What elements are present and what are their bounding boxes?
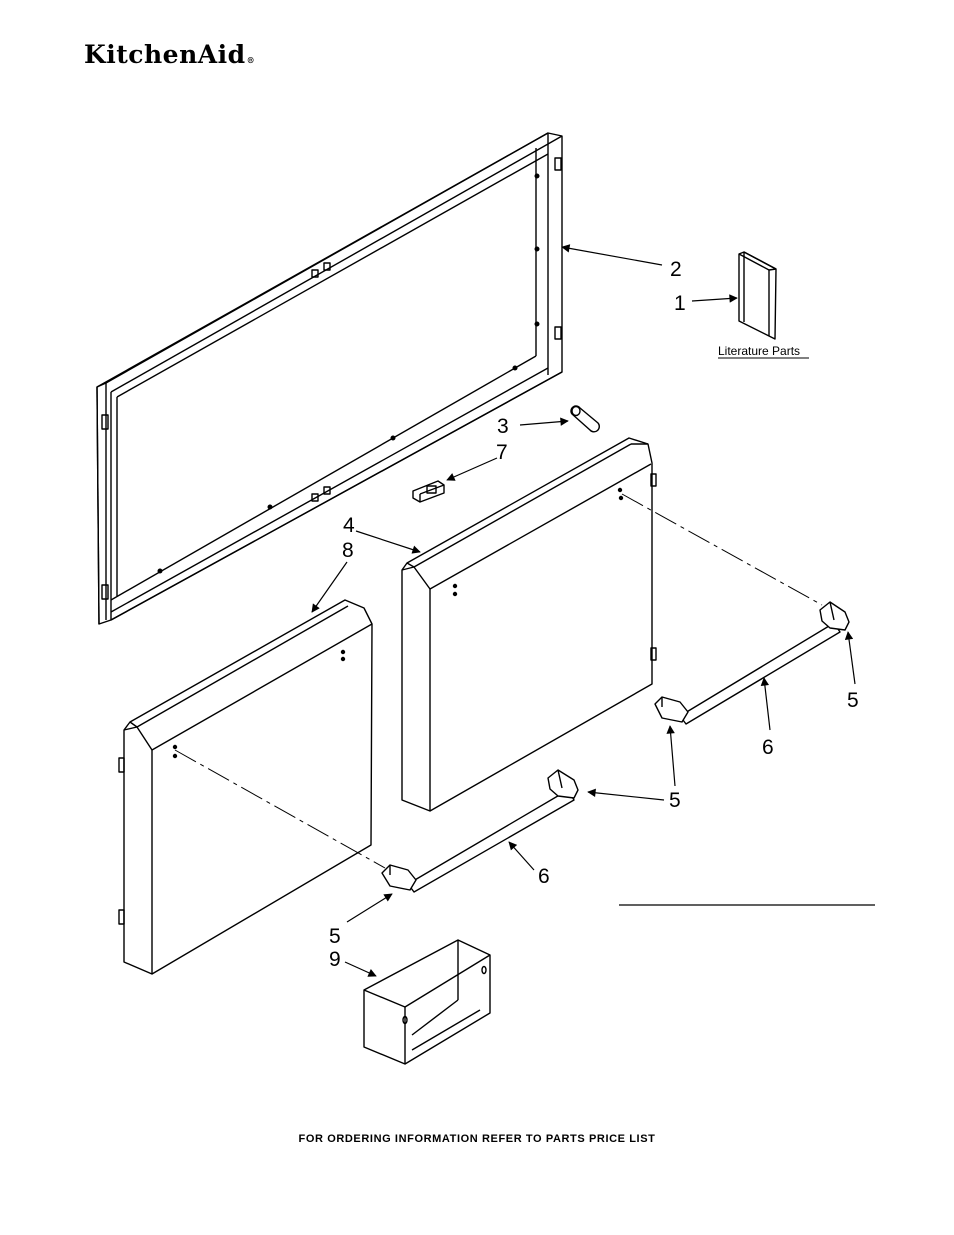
- clip-part: [412, 480, 445, 503]
- callout-right-door: 4: [343, 514, 355, 537]
- cap-part: [570, 405, 601, 433]
- ordering-footer: FOR ORDERING INFORMATION REFER TO PARTS …: [298, 1133, 656, 1145]
- callout-clip: 7: [496, 441, 508, 464]
- callout-handle-right: 6: [762, 736, 774, 759]
- callout-endcap-upper-right: 5: [847, 689, 859, 712]
- callout-cap: 3: [497, 415, 509, 438]
- callout-literature: 1: [674, 292, 686, 315]
- callout-bracket: 9: [329, 948, 341, 971]
- kitchenaid-logo: KitchenAid®: [84, 40, 255, 75]
- handle-left-part: [381, 769, 579, 893]
- literature-part: [738, 251, 777, 340]
- callout-endcap-lower-left: 5: [329, 925, 341, 948]
- callout-frame: 2: [670, 258, 682, 281]
- frame-part: [96, 132, 563, 625]
- door-right-part: [401, 437, 657, 812]
- callout-left-door: 8: [342, 539, 354, 562]
- brand-name: KitchenAid: [84, 40, 246, 69]
- callout-endcap-mid: 5: [669, 789, 681, 812]
- handle-right-part: [654, 601, 850, 725]
- bracket-part: [363, 939, 491, 1065]
- literature-caption: Literature Parts: [718, 344, 800, 358]
- callout-handle-left: 6: [538, 865, 550, 888]
- registered-mark: ®: [246, 55, 256, 65]
- door-left-part: [118, 599, 373, 975]
